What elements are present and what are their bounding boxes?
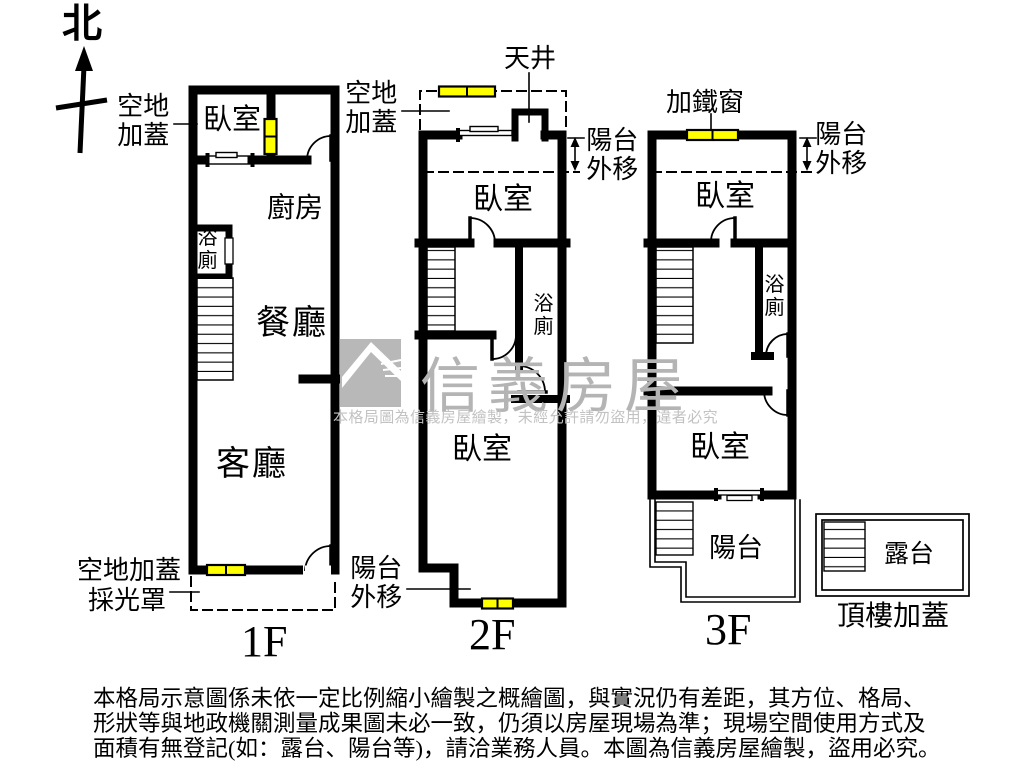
skylight-box	[511, 108, 549, 142]
room-3f-bedroom-bottom: 臥室	[690, 431, 750, 464]
room-1f-bathroom: 浴廁	[197, 227, 218, 272]
door-3f-bedroom-top	[710, 216, 737, 245]
annotation-3f-balcony-out: 陽台外移	[815, 120, 868, 179]
window-1f-front	[205, 563, 247, 577]
stairs-2f	[426, 246, 456, 332]
room-1f-dining: 餐廳	[256, 305, 328, 342]
north-label: 北	[62, 1, 102, 46]
floor-2f-plan	[401, 72, 585, 610]
room-2f-bathroom: 浴廁	[533, 293, 554, 338]
room-2f-bedroom-top: 臥室	[473, 183, 533, 216]
door-1f-bedroom	[306, 134, 333, 162]
room-rooftop-terrace: 露台	[884, 541, 935, 568]
bathroom-2f-walls	[511, 239, 570, 403]
door-1f-entry	[303, 544, 333, 577]
stairs-3f-balcony	[655, 501, 694, 556]
north-arrow-icon	[55, 46, 108, 154]
sinyi-logo-watermark	[340, 339, 402, 407]
window-3f-balcony-sliding	[714, 488, 764, 502]
stairs-3f	[655, 246, 694, 344]
annotation-2f-balcony-out-bottom: 陽台外移	[350, 554, 403, 613]
window-1f-interior	[205, 151, 255, 167]
annotation-1f-skylight-cover-1: 空地加蓋	[77, 556, 182, 585]
stairs-rooftop	[823, 521, 866, 572]
window-2f-cover	[437, 85, 497, 98]
arrow-3f-balcony-out	[799, 137, 817, 171]
room-3f-balcony: 陽台	[709, 533, 763, 563]
balcony-3f-outline	[649, 499, 801, 603]
room-3f-bedroom-top: 臥室	[695, 180, 755, 213]
floor-label-2f: 2F	[469, 610, 516, 659]
room-3f-bathroom: 浴廁	[764, 274, 785, 319]
disclaimer-line-1: 本格局示意圖係未依一定比例縮小繪製之概繪圖，與實況仍有差距，其方位、格局、	[93, 686, 926, 711]
floor-1f-plan	[169, 85, 344, 611]
door-2f-bedroom-top	[468, 216, 496, 245]
disclaimer-line-3: 面積有無登記(如：露台、陽台等)，請洽業務人員。本圖為信義房屋繪製，盜用必究。	[93, 736, 941, 761]
rooftop-terrace-plan	[815, 513, 970, 597]
room-1f-living: 客廳	[216, 446, 288, 483]
annotation-rooftop-cover: 頂樓加蓋	[837, 601, 950, 632]
floor-label-1f: 1F	[241, 617, 288, 666]
bathroom-1f-walls	[189, 224, 234, 281]
room-1f-bedroom: 臥室	[203, 104, 262, 136]
annotation-1f-skylight-cover-2: 採光罩	[88, 586, 167, 615]
stairs-1f	[196, 277, 234, 381]
annotation-1f-vacant-cover: 空地加蓋	[117, 92, 170, 151]
disclaimer-line-2: 形狀等與地政機關測量成果圖未必一致，仍須以房屋現場為準；現場空間使用方式及	[93, 711, 926, 736]
watermark-notice: 本格局圖為信義房屋繪製，未經允許請勿盜用，違者必究	[333, 410, 719, 426]
floor-label-3f: 3F	[705, 605, 752, 654]
room-1f-kitchen: 廚房	[267, 193, 324, 224]
window-3f-iron	[685, 128, 740, 142]
floor-3f-plan	[643, 113, 817, 603]
dashed-1f-extension	[190, 576, 336, 611]
bathroom-3f-walls	[751, 243, 790, 360]
arrow-2f-balcony-out	[567, 137, 585, 171]
annotation-2f-balcony-out-top: 陽台外移	[586, 126, 639, 185]
window-2f-front	[480, 597, 515, 610]
annotation-2f-skylight: 天井	[504, 44, 557, 73]
door-3f-bedroom-bottom	[763, 389, 790, 417]
annotation-2f-vacant-cover: 空地加蓋	[345, 79, 398, 138]
annotation-3f-iron-window: 加鐵窗	[666, 88, 745, 117]
window-2f-top	[456, 125, 513, 142]
room-2f-bedroom-bottom: 臥室	[452, 433, 512, 466]
window-1f-partition	[263, 117, 278, 156]
watermark-brand: 信義房屋	[420, 354, 692, 420]
